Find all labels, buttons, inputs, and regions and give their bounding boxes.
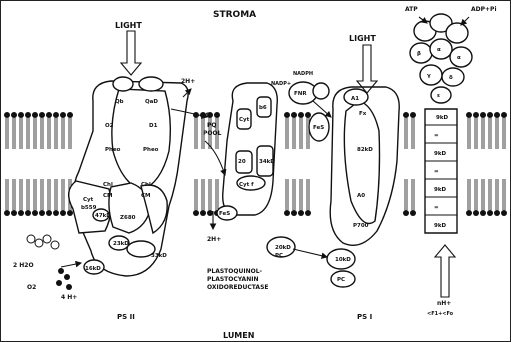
psii-complex: Qb QaD O2 D1 Pheo Pheo Chl Chl CM CM Z68… xyxy=(69,77,188,276)
water-label: 2 H2O xyxy=(13,262,34,269)
light-arrow-left xyxy=(121,31,141,75)
svg-text:10kD: 10kD xyxy=(335,257,351,263)
svg-text:20: 20 xyxy=(238,159,246,165)
svg-text:Fx: Fx xyxy=(359,111,367,117)
svg-text:α: α xyxy=(437,47,441,53)
light-label-right: LIGHT xyxy=(349,34,376,43)
svg-text:82kD: 82kD xyxy=(357,147,373,153)
oxygen-label: O2 xyxy=(27,284,36,291)
svg-text:b6: b6 xyxy=(259,105,267,111)
svg-text:Qb: Qb xyxy=(115,99,124,105)
svg-text:FeS: FeS xyxy=(313,125,324,131)
svg-text:Pheo: Pheo xyxy=(143,147,159,153)
svg-text:γ: γ xyxy=(427,73,431,79)
svg-text:16kD: 16kD xyxy=(85,266,101,272)
svg-text:PC: PC xyxy=(337,277,345,283)
svg-text:CM: CM xyxy=(141,193,151,199)
f1-fo-label: <F1+<Fo xyxy=(427,311,454,317)
svg-text:CM: CM xyxy=(103,193,113,199)
atp-label: ATP xyxy=(405,6,418,13)
svg-text:=: = xyxy=(434,169,439,175)
psii-label: PS II xyxy=(117,313,135,321)
svg-text:Chl: Chl xyxy=(141,182,151,188)
svg-text:b559: b559 xyxy=(81,205,97,211)
svg-text:P700: P700 xyxy=(353,223,369,229)
water-molecules xyxy=(27,235,72,290)
cytochrome-b6f-complex: Cyt b6 20 34kD Cyt f FeS 20kD PC xyxy=(217,83,295,259)
light-label-left: LIGHT xyxy=(115,21,142,30)
svg-text:34kD: 34kD xyxy=(259,159,275,165)
protons-stroma-label: 2H+ xyxy=(181,78,195,85)
svg-text:9kD: 9kD xyxy=(434,223,446,229)
svg-text:Cyt f: Cyt f xyxy=(239,182,254,188)
nh-label: nH+ xyxy=(437,300,451,307)
svg-text:Chl: Chl xyxy=(103,182,113,188)
protons-lumen-label: 2H+ xyxy=(207,236,221,243)
nadp-label: NADP+ xyxy=(271,81,291,87)
svg-text:A0: A0 xyxy=(357,193,365,199)
stroma-label: STROMA xyxy=(213,10,256,20)
lumen-label: LUMEN xyxy=(223,331,254,340)
svg-text:D1: D1 xyxy=(149,123,158,129)
svg-text:=: = xyxy=(434,133,439,139)
svg-text:δ: δ xyxy=(449,75,453,81)
svg-text:α: α xyxy=(457,55,461,61)
svg-text:9kD: 9kD xyxy=(434,187,446,193)
svg-text:47kD: 47kD xyxy=(95,213,111,219)
svg-text:A1: A1 xyxy=(351,96,359,102)
psi-label: PS I xyxy=(357,313,372,321)
fq-label: FQ xyxy=(201,112,210,119)
nadph-label: NADPH xyxy=(293,71,313,77)
svg-text:=: = xyxy=(434,205,439,211)
svg-text:33kD: 33kD xyxy=(151,253,167,259)
svg-text:ε: ε xyxy=(437,93,440,99)
adp-pi-label: ADP+Pi xyxy=(471,6,497,13)
svg-text:9kD: 9kD xyxy=(436,115,448,121)
svg-text:FeS: FeS xyxy=(219,211,230,217)
light-arrow-right xyxy=(357,45,377,93)
svg-text:20kD: 20kD xyxy=(275,245,291,251)
svg-text:Cyt: Cyt xyxy=(83,197,94,203)
psi-complex: A1 Fx FeS 82kD A0 P700 10kD PC xyxy=(309,87,399,287)
svg-text:FNR: FNR xyxy=(294,91,307,97)
ferredoxin-nadp-reductase: FNR xyxy=(289,82,329,104)
svg-text:β: β xyxy=(417,51,421,57)
svg-text:Pheo: Pheo xyxy=(105,147,121,153)
svg-text:Cyt: Cyt xyxy=(239,117,250,123)
svg-text:Z680: Z680 xyxy=(120,215,136,221)
svg-text:O2: O2 xyxy=(105,123,114,129)
proton-arrow-up xyxy=(435,245,455,297)
svg-text:QaD: QaD xyxy=(145,99,158,105)
atp-synthase: 9kD = 9kD = 9kD = 9kD α β α γ δ ε xyxy=(410,14,472,233)
protons-4h-label: 4 H+ xyxy=(61,294,77,301)
svg-text:9kD: 9kD xyxy=(434,151,446,157)
svg-text:23kD: 23kD xyxy=(113,241,129,247)
svg-text:PC: PC xyxy=(275,253,283,259)
